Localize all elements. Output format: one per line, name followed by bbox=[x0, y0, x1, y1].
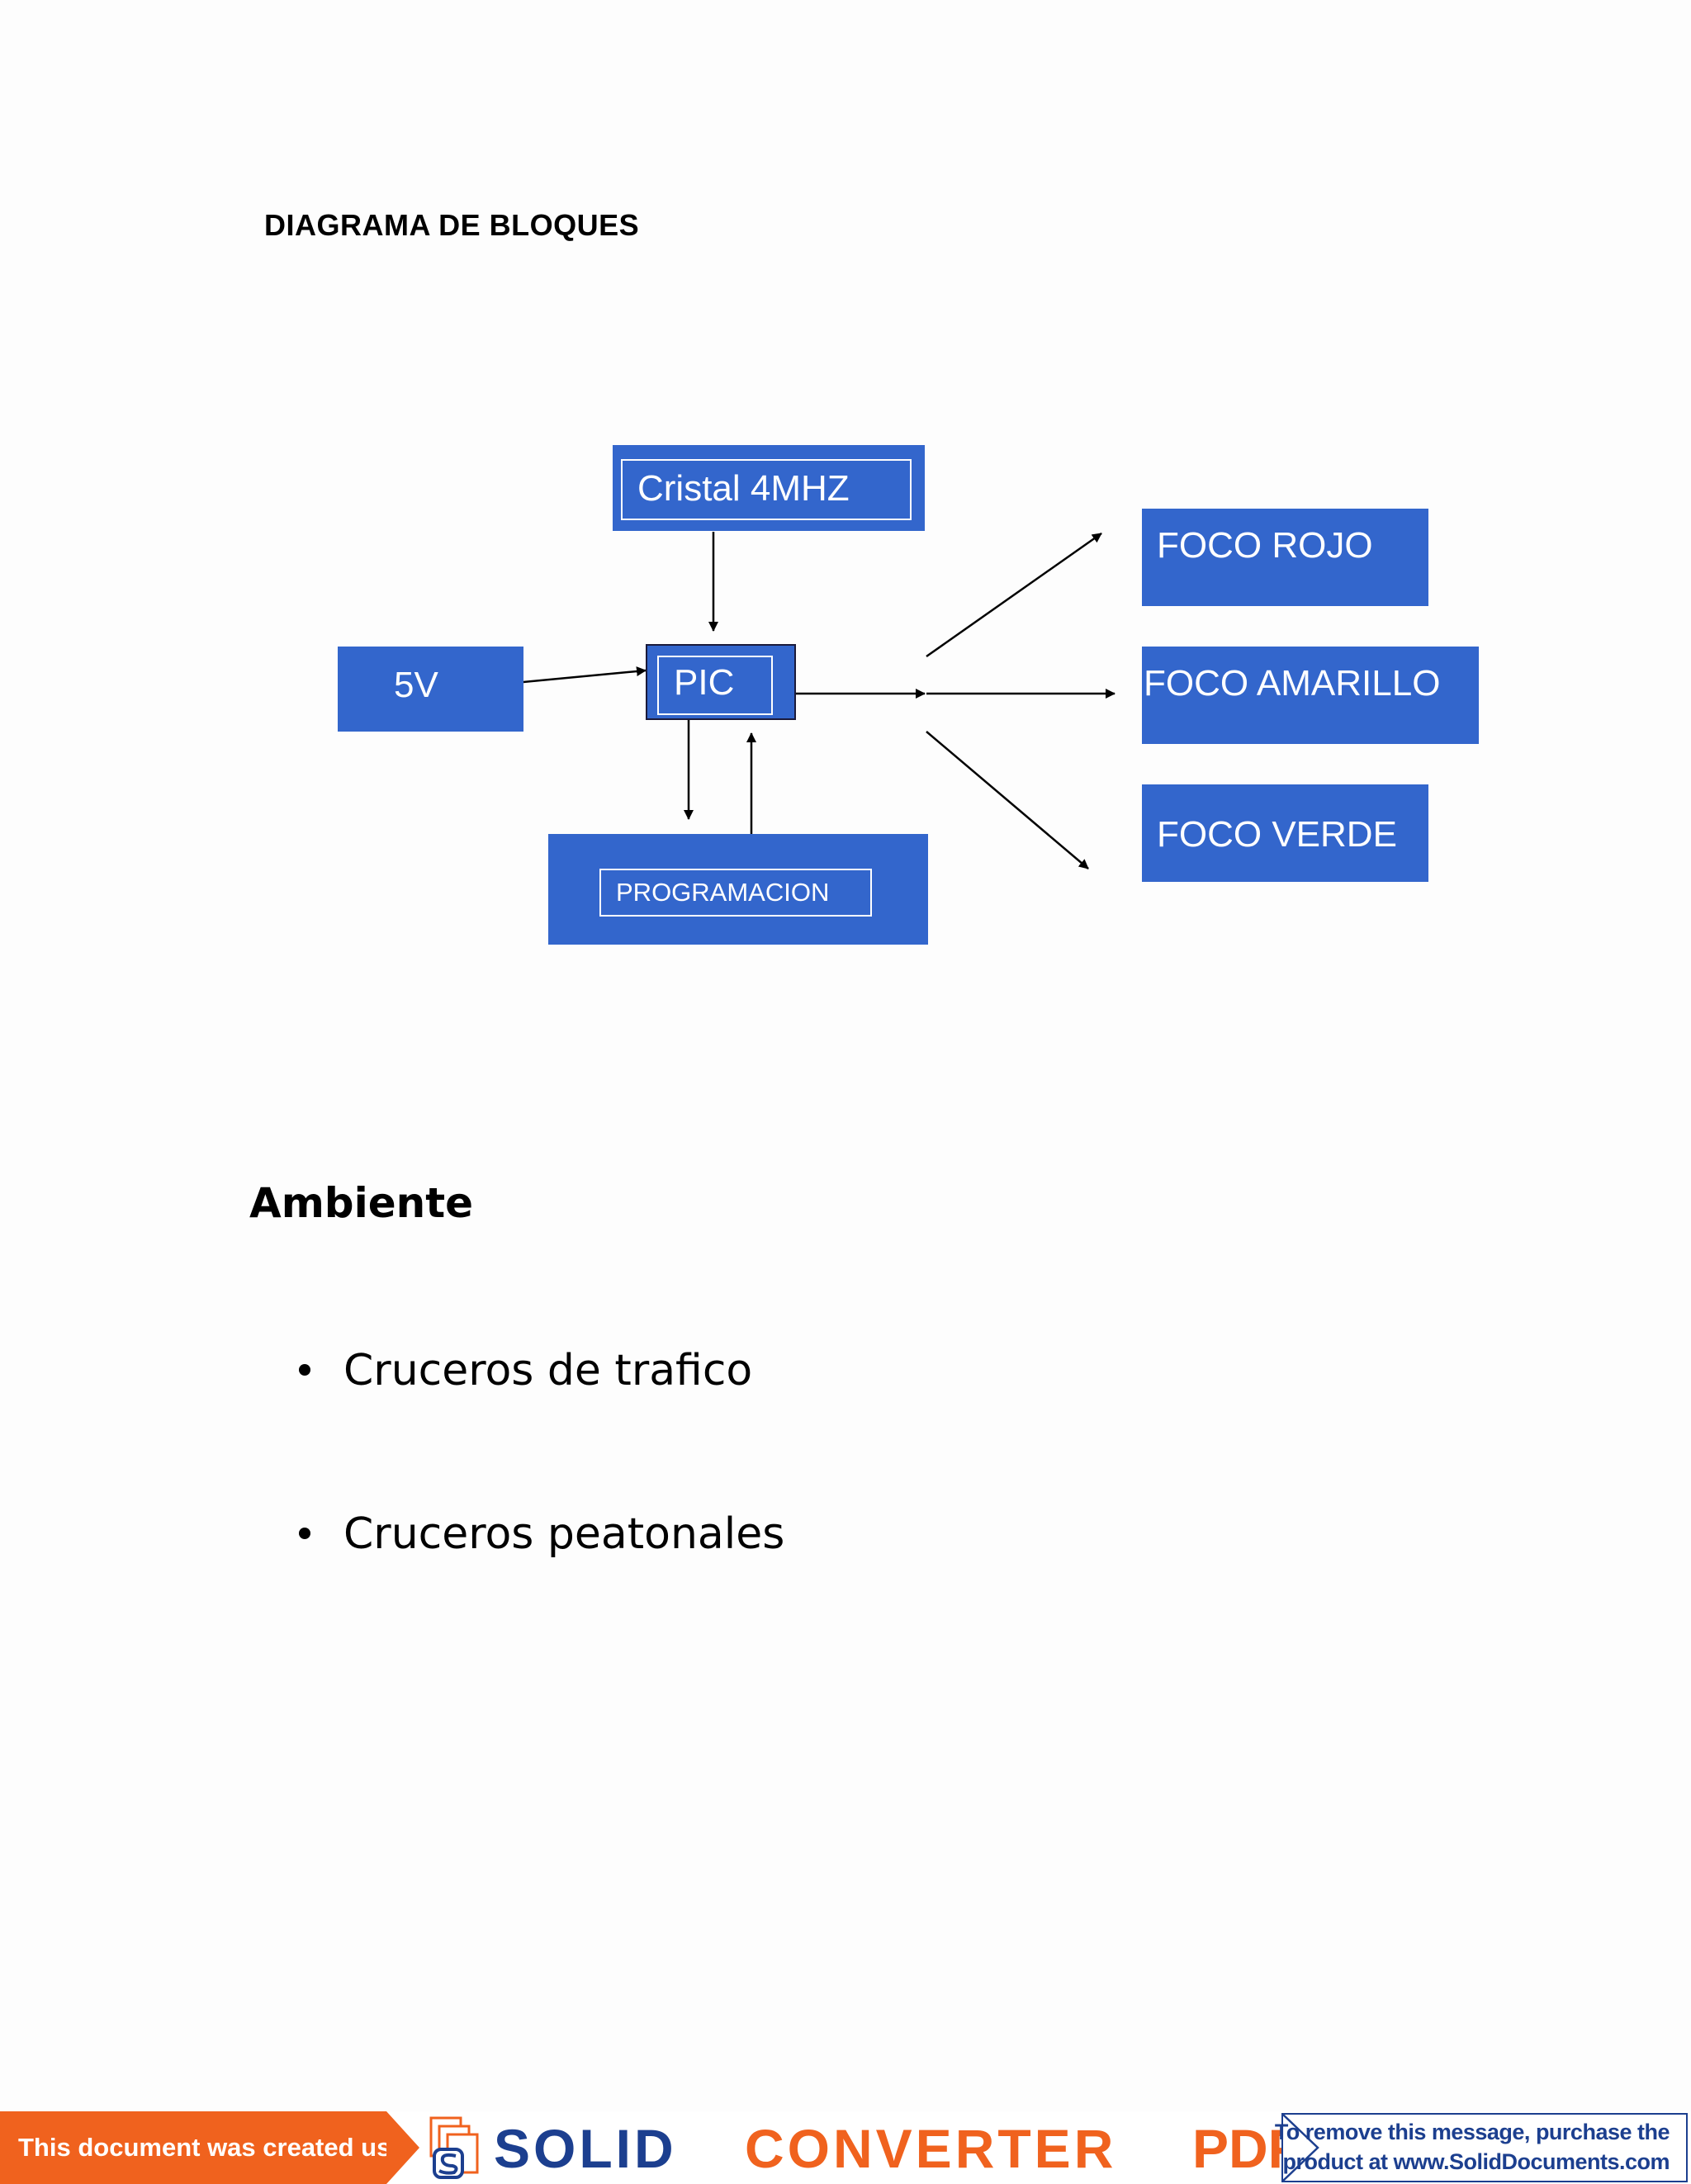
section-title: Ambiente bbox=[249, 1179, 474, 1227]
diagram-connectors bbox=[523, 532, 1115, 869]
red-light-label: FOCO ROJO bbox=[1157, 525, 1373, 566]
list-item: Cruceros peatonales bbox=[299, 1509, 784, 1559]
yellow-light-block: FOCO AMARILLO bbox=[1142, 647, 1479, 744]
programming-block-label: PROGRAMACION bbox=[616, 878, 830, 907]
banner-arrow-icon bbox=[386, 2111, 419, 2184]
red-light-block: FOCO ROJO bbox=[1142, 509, 1428, 606]
pic-block: PIC bbox=[646, 644, 796, 720]
block-diagram: Cristal 4MHZ 5V PIC PROGRAMACION FOCO RO… bbox=[0, 0, 1691, 991]
pic-block-frame bbox=[657, 656, 773, 715]
yellow-light-label: FOCO AMARILLO bbox=[1144, 663, 1441, 704]
brand-converter-text: CONVERTER bbox=[745, 2118, 1117, 2179]
page-heading: DIAGRAMA DE BLOQUES bbox=[264, 208, 640, 242]
notice-line-2[interactable]: product at www.SolidDocuments.com bbox=[1282, 2149, 1670, 2174]
pic-block-label: PIC bbox=[674, 662, 735, 703]
bullet-icon bbox=[299, 1364, 310, 1376]
programming-block-frame bbox=[599, 869, 872, 917]
list-item-text: Cruceros peatonales bbox=[343, 1509, 785, 1559]
bullet-icon bbox=[299, 1528, 310, 1539]
arrow-5v-to-pic bbox=[523, 666, 647, 684]
programming-block: PROGRAMACION bbox=[548, 834, 928, 945]
solid-documents-logo-icon bbox=[429, 2116, 479, 2179]
crystal-block: Cristal 4MHZ bbox=[613, 445, 925, 531]
watermark-banner: This document was created using SOLID CO… bbox=[0, 2111, 1691, 2184]
power-block: 5V bbox=[338, 647, 523, 732]
crystal-block-label: Cristal 4MHZ bbox=[637, 468, 850, 509]
green-light-block: FOCO VERDE bbox=[1142, 784, 1428, 882]
list-item-text: Cruceros de trafico bbox=[343, 1346, 753, 1395]
arrow-to-green-light bbox=[926, 731, 1089, 869]
banner-lead-text: This document was created using bbox=[0, 2111, 429, 2184]
crystal-block-frame bbox=[621, 459, 912, 520]
green-light-label: FOCO VERDE bbox=[1157, 814, 1397, 855]
brand-solid-text: SOLID bbox=[494, 2118, 677, 2179]
arrow-to-red-light bbox=[926, 532, 1102, 658]
purchase-notice[interactable]: To remove this message, purchase the pro… bbox=[1275, 2113, 1688, 2182]
notice-chevron-icon bbox=[1282, 2114, 1319, 2182]
power-block-label: 5V bbox=[394, 665, 438, 705]
notice-line-1: To remove this message, purchase the bbox=[1274, 2120, 1670, 2144]
list-item: Cruceros de trafico bbox=[299, 1346, 752, 1395]
